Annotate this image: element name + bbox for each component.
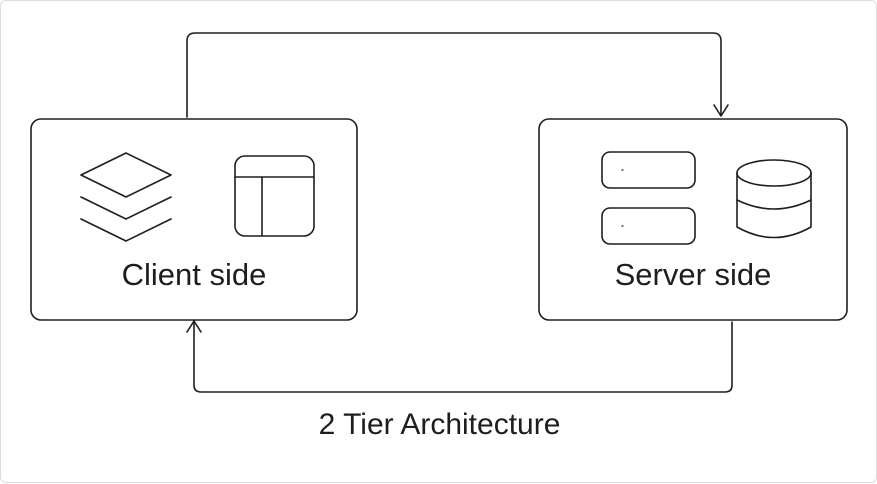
server-box: [538, 118, 848, 321]
arrowhead-up-icon: [186, 320, 202, 333]
diagram-caption: 2 Tier Architecture: [318, 408, 561, 441]
edge-client-to-server: [186, 32, 729, 118]
edge-server-to-client: [186, 320, 733, 393]
client-side-label: Client side: [121, 257, 267, 292]
server-side-label: Server side: [614, 257, 772, 292]
client-box: [30, 118, 358, 321]
layout-icon: [234, 155, 315, 237]
database-icon: [736, 159, 812, 239]
arrowhead-down-icon: [713, 104, 729, 117]
server-rack-icon: [601, 151, 696, 245]
layers-icon: [80, 152, 172, 242]
